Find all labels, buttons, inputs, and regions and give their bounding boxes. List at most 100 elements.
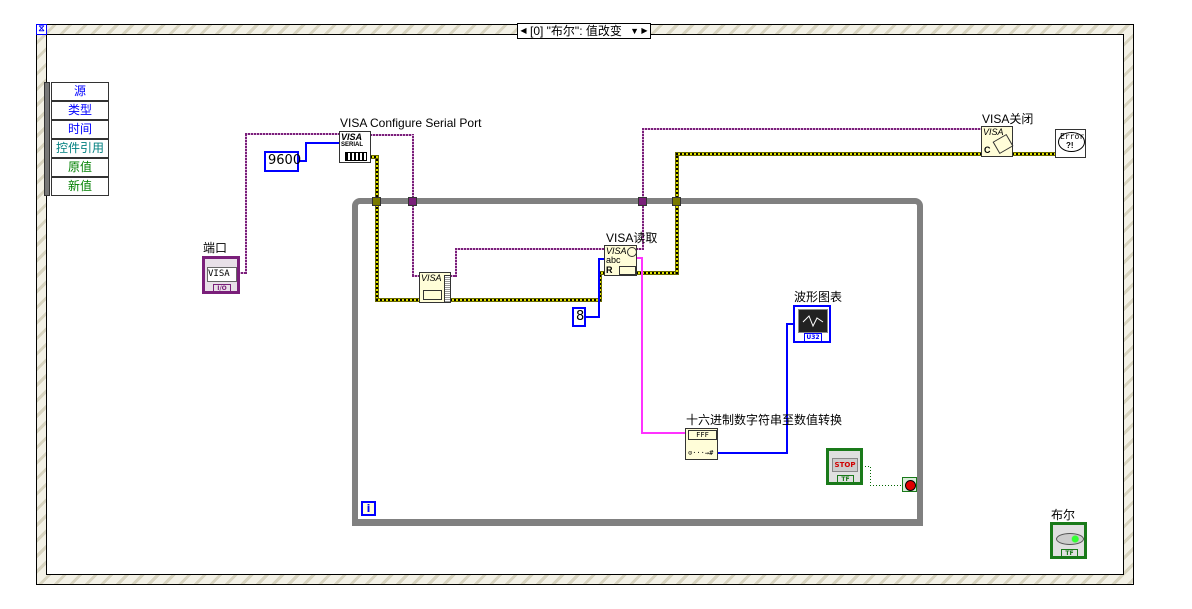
waveform-chart-label: 波形图表	[794, 290, 843, 304]
clock-icon	[627, 247, 637, 257]
error-in-tunnel[interactable]	[372, 197, 381, 206]
boolean-type-text: TF	[1061, 549, 1078, 558]
error-wire[interactable]	[376, 299, 420, 301]
baud-rate-wire[interactable]	[305, 142, 340, 144]
baud-rate-constant[interactable]: 9600	[264, 151, 301, 172]
hex-string-to-number-node[interactable]: FFF ⊙···→#	[685, 428, 718, 460]
visa-wire[interactable]	[238, 272, 247, 274]
visa-wire[interactable]	[412, 275, 420, 277]
error-wire[interactable]	[599, 272, 605, 274]
error-icon-text: Error	[1060, 132, 1085, 141]
hex-convert-label: 十六进制数字符串至数值转换	[686, 413, 843, 427]
error-wire[interactable]	[376, 156, 378, 301]
configure-serial-label: VISA Configure Serial Port	[340, 116, 482, 130]
read-r-text: R	[606, 265, 613, 275]
visa-wire[interactable]	[636, 248, 644, 250]
numeric-wire[interactable]	[717, 452, 788, 454]
visa-icon-text: VISA	[606, 246, 627, 256]
chevron-down-icon[interactable]: ▼	[630, 26, 639, 36]
visa-out-tunnel[interactable]	[638, 197, 647, 206]
error-wire[interactable]	[450, 299, 600, 301]
serial-port-icon	[345, 152, 367, 161]
error-wire[interactable]	[599, 272, 601, 301]
waveform-icon	[802, 315, 824, 328]
string-wire[interactable]	[636, 257, 643, 259]
visa-configure-serial-node[interactable]: VISA SERIAL	[339, 131, 371, 163]
port-value: VISA	[207, 267, 237, 282]
previous-case-arrow-icon[interactable]: ◀	[520, 26, 527, 35]
next-case-arrow-icon[interactable]: ▶	[641, 26, 648, 35]
waveform-chart-terminal[interactable]: U32	[793, 305, 831, 343]
serial-icon-text: SERIAL	[341, 142, 364, 148]
event-data-control-ref[interactable]: 控件引用	[51, 139, 109, 158]
string-wire[interactable]	[641, 257, 643, 433]
chart-type-text: U32	[804, 333, 822, 342]
visa-wire[interactable]	[370, 134, 414, 136]
case-selector-label: [0] "布尔": 值改变	[530, 24, 622, 38]
visa-wire[interactable]	[642, 128, 982, 130]
baud-rate-wire[interactable]	[298, 160, 306, 162]
hex-icon-text: FFF	[688, 430, 717, 440]
visa-in-tunnel[interactable]	[408, 197, 417, 206]
byte-count-wire[interactable]	[598, 258, 605, 260]
visa-icon-text: VISA	[341, 132, 363, 142]
visa-close-node[interactable]: VISA C	[981, 126, 1014, 157]
event-data-old-value[interactable]: 原值	[51, 158, 109, 177]
visa-close-label: VISA关闭	[982, 112, 1034, 126]
event-data-node[interactable]: 源 类型 时间 控件引用 原值 新值	[44, 82, 109, 196]
property-icon	[444, 275, 451, 303]
simple-error-handler-node[interactable]: Error ?!	[1055, 129, 1086, 158]
hex-icon-subtext: ⊙···→#	[688, 449, 714, 457]
stop-button-terminal[interactable]: STOP TF	[826, 448, 863, 485]
error-wire[interactable]	[676, 153, 678, 274]
visa-wire[interactable]	[245, 133, 247, 274]
error-wire[interactable]	[1012, 153, 1055, 155]
stop-if-true-icon	[905, 480, 916, 491]
close-c-text: C	[984, 145, 991, 155]
port-icon	[619, 266, 636, 275]
abc-icon-text: abc	[606, 255, 621, 265]
port-control[interactable]: VISA I/O	[202, 256, 240, 294]
visa-wire[interactable]	[455, 248, 605, 250]
toggle-icon	[1056, 533, 1084, 545]
boolean-wire[interactable]	[870, 485, 902, 486]
error-wire[interactable]	[636, 272, 678, 274]
numeric-wire[interactable]	[786, 323, 796, 325]
boolean-control-terminal[interactable]: TF	[1050, 522, 1087, 559]
boolean-wire[interactable]	[862, 466, 871, 467]
visa-wire[interactable]	[455, 248, 457, 277]
while-loop[interactable]	[352, 198, 923, 526]
event-data-source[interactable]: 源	[51, 82, 109, 101]
byte-count-wire[interactable]	[598, 258, 600, 318]
port-type-text: I/O	[213, 284, 231, 293]
event-data-node-handle[interactable]	[44, 82, 50, 196]
byte-count-wire[interactable]	[585, 316, 600, 318]
event-data-new-value[interactable]: 新值	[51, 177, 109, 196]
event-data-time[interactable]: 时间	[51, 120, 109, 139]
string-wire[interactable]	[641, 432, 686, 434]
event-case-selector[interactable]: ◀ [0] "布尔": 值改变 ▼ ▶	[517, 23, 651, 39]
visa-icon-text: VISA	[421, 273, 442, 283]
baud-rate-wire[interactable]	[305, 142, 307, 162]
boolean-label: 布尔	[1051, 508, 1076, 522]
speech-bubble-icon	[1058, 132, 1085, 152]
port-label: 端口	[203, 241, 228, 255]
loop-condition-terminal[interactable]	[902, 477, 917, 492]
byte-count-constant[interactable]: 8	[572, 307, 586, 327]
visa-read-label: VISA读取	[606, 231, 658, 245]
visa-icon-text: VISA	[983, 127, 1004, 137]
port-icon	[423, 290, 442, 300]
hourglass-icon[interactable]: ⧖	[36, 24, 47, 35]
numeric-wire[interactable]	[786, 323, 788, 454]
loop-iteration-terminal[interactable]: i	[361, 501, 376, 516]
visa-wire[interactable]	[642, 128, 644, 250]
error-wire[interactable]	[676, 153, 982, 155]
error-out-tunnel[interactable]	[672, 197, 681, 206]
boolean-wire[interactable]	[870, 466, 871, 486]
visa-wire[interactable]	[245, 133, 340, 135]
visa-read-node[interactable]: VISA abc R	[604, 245, 637, 276]
visa-bytes-at-port-node[interactable]: VISA	[419, 272, 451, 303]
event-data-type[interactable]: 类型	[51, 101, 109, 120]
error-wire[interactable]	[370, 156, 378, 158]
visa-wire[interactable]	[450, 275, 457, 277]
